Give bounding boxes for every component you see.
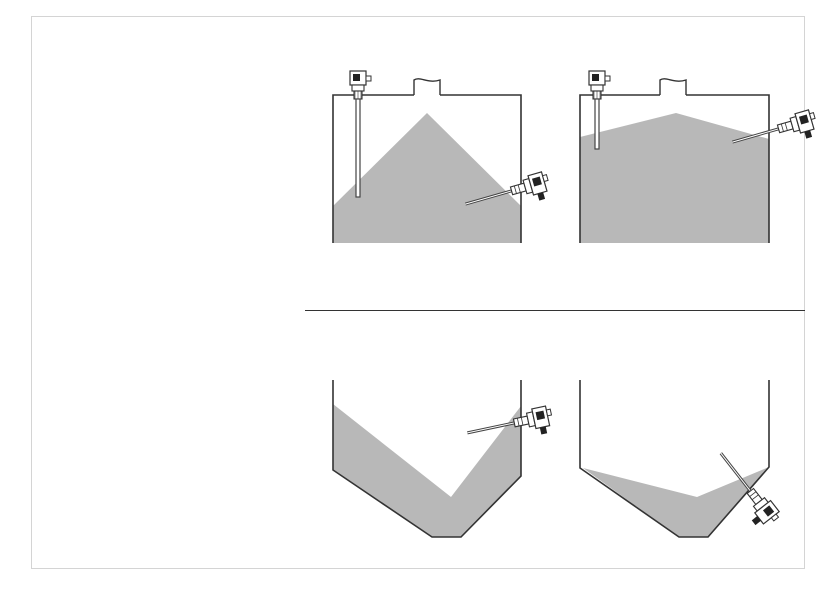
scene-flat-silo-full bbox=[580, 71, 820, 243]
scene-flat-silo-peaked bbox=[333, 71, 553, 243]
material-fill bbox=[580, 113, 769, 243]
silo-nozzle bbox=[660, 79, 686, 95]
section-divider bbox=[305, 310, 805, 311]
material-fill bbox=[333, 113, 521, 243]
scene-hopper-crater bbox=[333, 380, 555, 537]
scene-hopper-low bbox=[580, 380, 782, 537]
silo-nozzle bbox=[414, 79, 440, 95]
material-fill bbox=[333, 404, 521, 537]
